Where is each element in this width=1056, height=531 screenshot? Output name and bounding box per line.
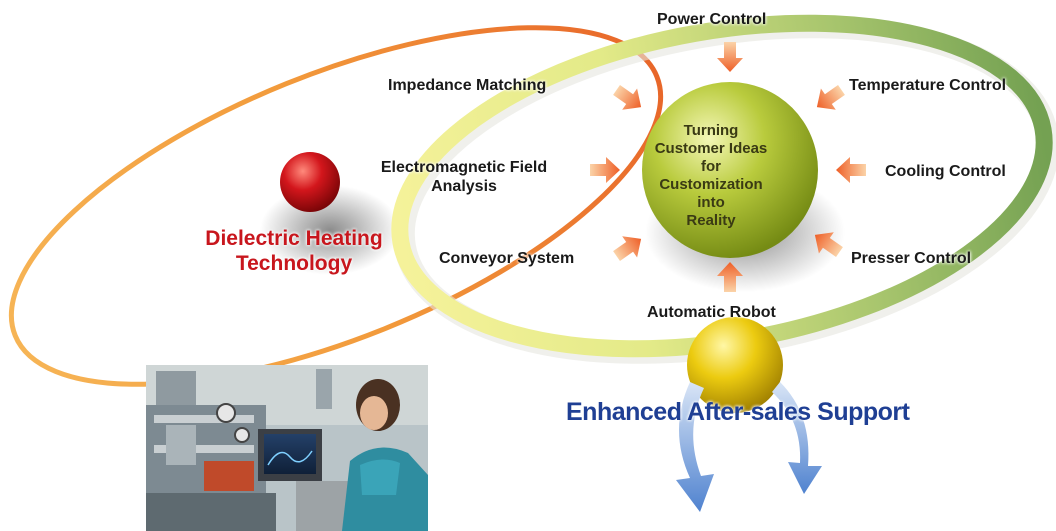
gold-sphere	[687, 317, 783, 413]
label-em-field-line-1: Electromagnetic Field	[380, 159, 548, 176]
center-line-2: Customer Ideas for	[654, 140, 768, 175]
dielectric-heating-title: Dielectric Heating Technology	[196, 226, 392, 276]
center-line-4: Reality	[686, 212, 736, 229]
cycle-arrows-icon	[676, 382, 822, 512]
arrow-impedance-matching-icon	[613, 85, 642, 110]
label-automatic-robot: Automatic Robot	[647, 304, 776, 321]
dielectric-line-1: Dielectric Heating	[205, 227, 383, 250]
lab-photo	[146, 365, 428, 531]
label-em-field: Electromagnetic Field Analysis	[355, 158, 573, 196]
label-cooling-control: Cooling Control	[885, 163, 1006, 180]
center-caption: Turning Customer Ideas for Customization…	[646, 122, 776, 230]
red-sphere	[280, 152, 340, 212]
label-power-control: Power Control	[657, 11, 767, 28]
label-conveyor-system: Conveyor System	[439, 250, 575, 267]
arrow-conveyor-system-icon	[613, 236, 642, 261]
arrow-temperature-control-icon	[816, 85, 845, 110]
label-impedance-matching: Impedance Matching	[388, 77, 547, 94]
arrow-automatic-robot-icon	[717, 262, 743, 292]
center-sphere	[642, 82, 818, 258]
label-em-field-line-2: Analysis	[431, 178, 497, 195]
center-line-1: Turning	[683, 122, 739, 139]
arrow-cooling-control-icon	[836, 157, 866, 183]
label-presser-control: Presser Control	[851, 250, 972, 267]
orange-ring	[8, 25, 664, 387]
label-temperature-control: Temperature Control	[849, 77, 1007, 94]
arrow-power-control-icon	[717, 42, 743, 72]
after-sales-title: Enhanced After-sales Support	[566, 398, 910, 426]
arrow-presser-control-icon	[814, 232, 843, 257]
center-line-3: Customization into	[659, 176, 763, 211]
dielectric-line-2: Technology	[235, 252, 353, 275]
arrow-em-field-icon	[590, 157, 620, 183]
